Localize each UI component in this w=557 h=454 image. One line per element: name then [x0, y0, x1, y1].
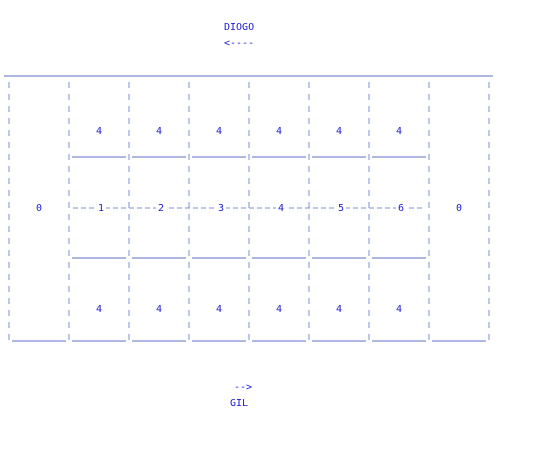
pit-index-bg	[276, 201, 286, 215]
top-pit-count: 4	[336, 126, 342, 137]
bottom-pit-count: 4	[396, 304, 402, 315]
pit-index-label: 1	[98, 203, 104, 214]
pit-index-label: 3	[218, 203, 224, 214]
top-player-direction-arrow: <----	[224, 38, 255, 49]
pit-index-bg	[396, 201, 406, 215]
right-store-count: 0	[456, 203, 462, 214]
pit-index-bg	[96, 201, 106, 215]
top-pit-count: 4	[276, 126, 282, 137]
bottom-pit-count: 4	[156, 304, 162, 315]
top-pit-count: 4	[396, 126, 402, 137]
pit-index-bg	[156, 201, 166, 215]
bottom-player-direction-arrow: -->	[234, 382, 253, 393]
pit-index-label: 4	[278, 203, 284, 214]
bottom-pit-count: 4	[276, 304, 282, 315]
bottom-pit-count: 4	[216, 304, 222, 315]
pit-index-bg	[216, 201, 226, 215]
board-grid	[4, 75, 493, 342]
pit-index-label: 5	[338, 203, 344, 214]
pit-index-label: 2	[158, 203, 164, 214]
left-store-count: 0	[36, 203, 42, 214]
bottom-player-name: GIL	[230, 398, 249, 409]
top-pit-count: 4	[96, 126, 102, 137]
top-player-name: DIOGO	[224, 22, 255, 33]
board-labels: 0 0 4 4 1 4 4 2 4 4 3 4 4 4 4 4 5 4 4 6	[36, 126, 462, 315]
pit-index-label: 6	[398, 203, 404, 214]
top-pit-count: 4	[156, 126, 162, 137]
top-pit-count: 4	[216, 126, 222, 137]
bottom-pit-count: 4	[96, 304, 102, 315]
bottom-pit-count: 4	[336, 304, 342, 315]
pit-index-bg	[336, 201, 346, 215]
